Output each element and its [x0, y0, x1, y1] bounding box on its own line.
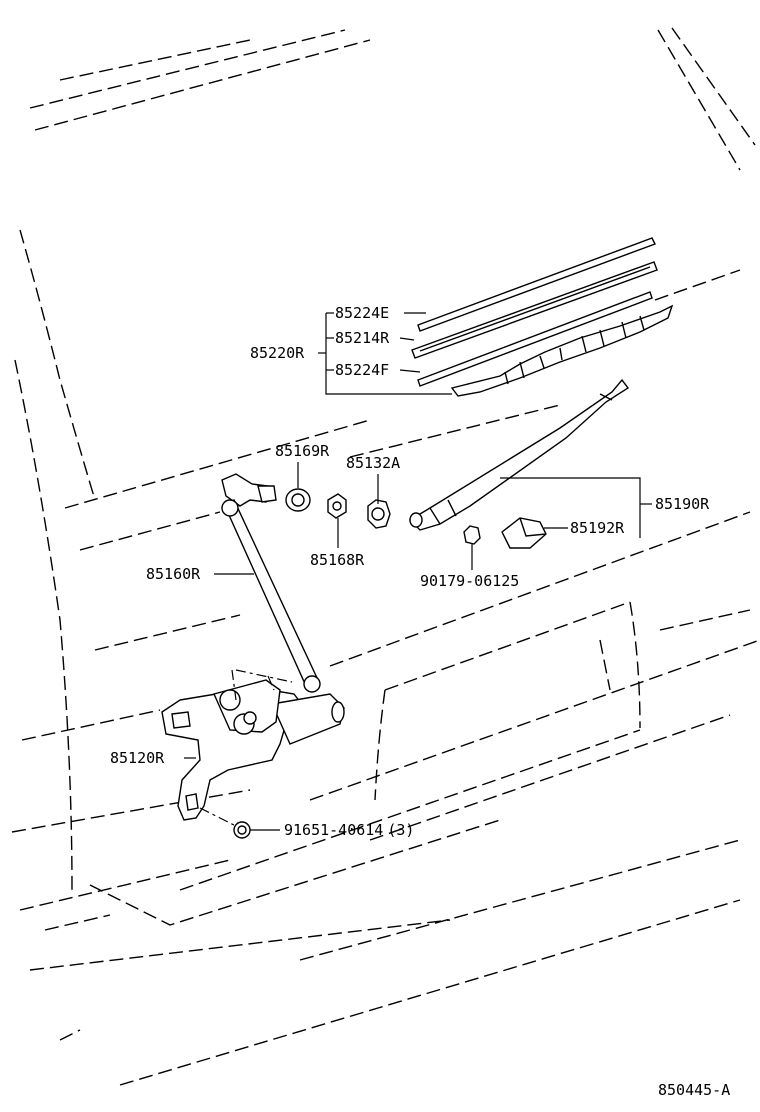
wiper-motor — [161, 669, 345, 827]
label-blade-assy: 85220R — [250, 344, 305, 362]
label-arm-cap: 85192R — [570, 519, 625, 537]
label-pivot-nut: 85168R — [310, 551, 365, 569]
label-mount-bolt: 91651-40614(3) — [284, 821, 414, 839]
label-pivot-seal: 85169R — [275, 442, 330, 460]
label-arm-assy: 85190R — [655, 495, 710, 513]
label-blade-rubber-upper: 85224E — [335, 304, 389, 322]
pivot-nut — [327, 493, 347, 519]
wiper-arm — [408, 378, 630, 531]
mount-bolt — [233, 821, 251, 839]
link-rod — [221, 499, 321, 693]
diagram-id: 850445-A — [658, 1081, 730, 1099]
label-blade-rubber-lower: 85224F — [335, 361, 389, 379]
blade-rubber-upper — [417, 237, 656, 332]
blade-backing — [411, 261, 658, 359]
label-arm-nut: 90179-06125 — [420, 572, 519, 590]
label-motor-assy: 85120R — [110, 749, 165, 767]
label-pivot-cap-nut: 85132A — [346, 454, 400, 472]
label-blade-backing: 85214R — [335, 329, 390, 347]
part-labels: 85224E 85214R 85224F 85220R 85169R 85132… — [110, 304, 730, 1099]
pivot-shaft — [221, 473, 277, 507]
mount-bolt-quantity: (3) — [387, 821, 414, 839]
label-link-rod: 85160R — [146, 565, 201, 583]
pivot-cap-nut — [367, 499, 391, 529]
mount-bolt-number: 91651-40614 — [284, 821, 383, 839]
blade-assy — [450, 304, 674, 397]
arm-cap — [501, 517, 547, 549]
blade-rubber-lower — [417, 291, 653, 387]
pivot-seal — [285, 488, 311, 512]
leader-lines — [184, 312, 652, 831]
vehicle-body-outline — [11, 27, 760, 1086]
arm-nut — [463, 525, 481, 545]
